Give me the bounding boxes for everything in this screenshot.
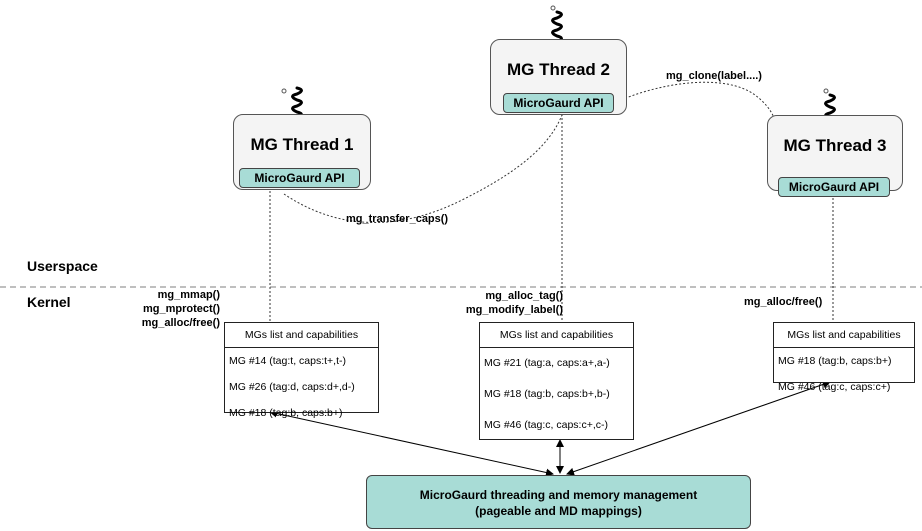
left-kernel-calls: mg_mmap() mg_mprotect() mg_alloc/free() — [110, 288, 220, 330]
spring-icon — [550, 5, 563, 44]
call-mg-modify-label: mg_modify_label() — [465, 304, 563, 316]
thread-3-api: MicroGaurd API — [778, 177, 890, 197]
call-mg-mprotect: mg_mprotect() — [142, 303, 220, 315]
table-1-row: MG #26 (tag:d, caps:d+,d-) — [229, 381, 355, 393]
table-2-row: MG #46 (tag:c, caps:c+,c-) — [484, 419, 609, 431]
clone-link — [613, 81, 777, 139]
table-2-row: MG #18 (tag:b, caps:b+,b-) — [484, 388, 610, 400]
table-2-row: MG #21 (tag:a, caps:a+,a-) — [484, 357, 610, 369]
call-mg-alloc-free-right: mg_alloc/free() — [744, 296, 823, 308]
middle-kernel-calls: mg_alloc_tag() mg_modify_label() — [430, 289, 563, 317]
kernel-label: Kernel — [27, 294, 71, 310]
mg-table-1: MGs list and capabilities MG #14 (tag:t,… — [224, 322, 379, 419]
table1-mm-arrow — [269, 409, 554, 477]
mg-transfer-caps-label: mg_transfer_caps() — [346, 213, 449, 225]
mg-table-2: MGs list and capabilities MG #21 (tag:a,… — [479, 322, 634, 440]
userspace-label: Userspace — [27, 258, 98, 274]
transfer-caps-link — [283, 114, 563, 223]
memory-management-title: MicroGaurd threading and memory manageme… — [419, 488, 698, 502]
call-mg-alloc-free-left: mg_alloc/free() — [141, 317, 220, 329]
thread-1-title: MG Thread 1 — [250, 135, 354, 154]
thread-2-title: MG Thread 2 — [507, 60, 610, 79]
mg-table-3: MGs list and capabilities MG #18 (tag:b,… — [773, 322, 915, 393]
thread-3-title: MG Thread 3 — [783, 136, 887, 155]
mg-clone-label: mg_clone(label....) — [666, 70, 762, 82]
table3-mm-arrow — [566, 380, 831, 476]
table-3-header: MGs list and capabilities — [774, 323, 914, 348]
call-mg-mmap: mg_mmap() — [157, 289, 220, 301]
table-2-header: MGs list and capabilities — [480, 323, 633, 348]
call-mg-alloc-tag: mg_alloc_tag() — [485, 290, 563, 302]
table-3-row: MG #46 (tag:c, caps:c+) — [778, 381, 891, 393]
table-3-row: MG #18 (tag:b, caps:b+) — [778, 355, 892, 367]
thread-2-api: MicroGaurd API — [503, 93, 614, 113]
memory-management-subtitle: (pageable and MD mappings) — [475, 504, 642, 518]
memory-management-box: MicroGaurd threading and memory manageme… — [366, 475, 751, 529]
table-1-row: MG #14 (tag:t, caps:t+,t-) — [229, 355, 347, 367]
table-1-header: MGs list and capabilities — [225, 323, 378, 348]
table-1-row: MG #18 (tag:b, caps:b+) — [229, 407, 343, 419]
thread-1-api: MicroGaurd API — [239, 168, 360, 188]
